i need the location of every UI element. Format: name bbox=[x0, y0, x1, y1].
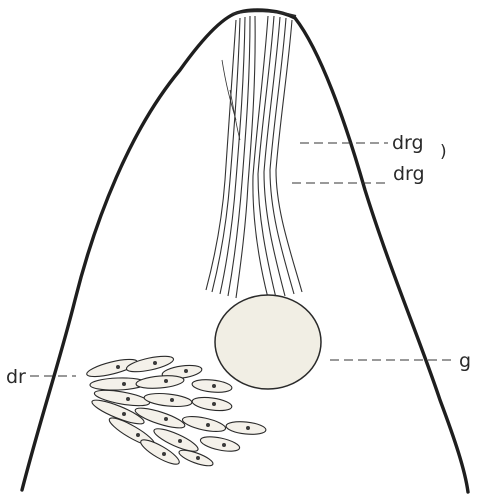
label-drg-bracket: ) bbox=[440, 144, 447, 161]
label-dr: dr bbox=[6, 368, 26, 387]
label-drg-upper: drg bbox=[392, 134, 424, 153]
round-body-g bbox=[215, 295, 321, 389]
label-drg-lower: drg bbox=[393, 165, 425, 184]
fiber-bundle bbox=[206, 16, 302, 298]
label-g: g bbox=[459, 352, 471, 371]
outer-outline bbox=[22, 10, 468, 492]
